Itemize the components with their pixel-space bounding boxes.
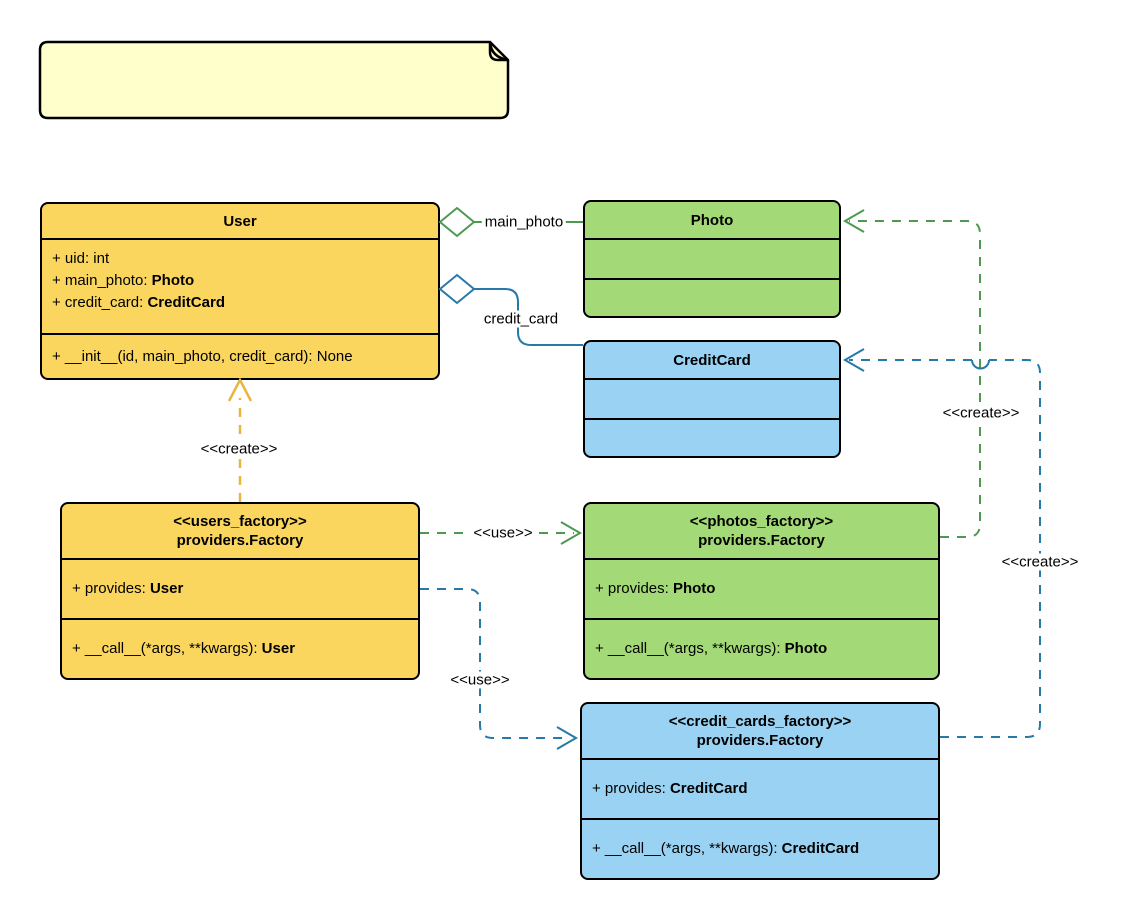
class-credit-cards-factory-title: <<credit_cards_factory>> providers.Facto… xyxy=(582,704,938,760)
aggregation-diamond-icon xyxy=(438,206,476,238)
attr-credit-card: + credit_card: CreditCard xyxy=(52,292,438,314)
edge-label-use-credit-cards: <<use>> xyxy=(447,671,513,689)
open-arrowhead-icon xyxy=(556,726,578,750)
class-users-factory-title: <<users_factory>> providers.Factory xyxy=(62,504,418,560)
edge-create-photo xyxy=(843,209,981,538)
method-call: + __call__(*args, **kwargs): CreditCard xyxy=(592,838,859,860)
class-users-factory: <<users_factory>> providers.Factory + pr… xyxy=(60,502,420,680)
class-stereotype-text: <<credit_cards_factory>> xyxy=(668,713,852,730)
class-user-attributes: + uid: int + main_photo: Photo + credit_… xyxy=(42,240,438,335)
class-photo: Photo xyxy=(583,200,841,318)
attr-label: + provides: xyxy=(595,580,673,597)
class-photos-factory-attributes: + provides: Photo xyxy=(585,560,938,620)
edge-label-create-photo: <<create>> xyxy=(939,404,1023,422)
class-credit-cards-factory-attributes: + provides: CreditCard xyxy=(582,760,938,820)
class-photos-factory-title: <<photos_factory>> providers.Factory xyxy=(585,504,938,560)
attr-label: + credit_card: xyxy=(52,294,148,311)
class-title-text: CreditCard xyxy=(673,351,751,369)
method-type: CreditCard xyxy=(781,840,860,857)
attr-main-photo: + main_photo: Photo xyxy=(52,270,438,292)
class-user-methods: + __init__(id, main_photo, credit_card):… xyxy=(42,335,438,378)
class-photo-attributes xyxy=(585,240,839,280)
attr-label: + uid: int xyxy=(52,250,110,267)
method-call: + __call__(*args, **kwargs): User xyxy=(72,638,295,660)
class-photos-factory-methods: + __call__(*args, **kwargs): Photo xyxy=(585,620,938,678)
class-title-text: providers.Factory xyxy=(696,732,824,749)
class-credit-card-attributes xyxy=(585,380,839,420)
class-photos-factory: <<photos_factory>> providers.Factory + p… xyxy=(583,502,940,680)
class-title-text: providers.Factory xyxy=(176,532,304,549)
method-init: + __init__(id, main_photo, credit_card):… xyxy=(52,346,353,368)
attr-provides: + provides: CreditCard xyxy=(592,778,747,800)
method-label: + __call__(*args, **kwargs): xyxy=(72,640,262,657)
class-title-text: providers.Factory xyxy=(698,532,825,549)
open-arrowhead-icon xyxy=(560,521,582,545)
class-user-title: User xyxy=(42,204,438,240)
attr-type: User xyxy=(149,580,184,597)
attr-type: Photo xyxy=(151,272,195,289)
open-arrowhead-icon xyxy=(843,209,865,233)
class-users-factory-attributes: + provides: User xyxy=(62,560,418,620)
class-credit-cards-factory-methods: + __call__(*args, **kwargs): CreditCard xyxy=(582,820,938,878)
class-photo-title: Photo xyxy=(585,202,839,240)
edge-line xyxy=(420,588,570,739)
attr-uid: + uid: int xyxy=(52,248,438,270)
class-title-text: User xyxy=(223,212,257,230)
class-stereotype-text: <<users_factory>> xyxy=(173,513,307,530)
class-credit-card: CreditCard xyxy=(583,340,841,458)
attr-provides: + provides: Photo xyxy=(595,578,715,600)
attr-label: + main_photo: xyxy=(52,272,152,289)
edge-label-create-credit-card: <<create>> xyxy=(998,553,1082,571)
method-label: + __call__(*args, **kwargs): xyxy=(592,840,782,857)
line-jump-arc xyxy=(971,359,990,370)
edge-line xyxy=(849,220,981,538)
class-stereotype-text: <<photos_factory>> xyxy=(689,513,834,530)
class-user: User + uid: int + main_photo: Photo + cr… xyxy=(40,202,440,380)
method-label: + __init__(id, main_photo, credit_card):… xyxy=(52,347,353,365)
class-photo-methods xyxy=(585,280,839,316)
class-credit-card-methods xyxy=(585,420,839,456)
class-title-text: Photo xyxy=(690,211,734,229)
attr-type: CreditCard xyxy=(147,294,225,311)
attr-provides: + provides: User xyxy=(72,578,183,600)
open-arrowhead-icon xyxy=(843,348,865,372)
method-type: Photo xyxy=(784,640,828,657)
edge-label-main-photo: main_photo xyxy=(481,213,567,231)
attr-label: + provides: xyxy=(592,780,670,797)
edge-label-use-photos: <<use>> xyxy=(470,524,536,542)
edge-use-credit-cards xyxy=(420,588,578,750)
aggregation-diamond-icon xyxy=(438,273,476,305)
attr-type: Photo xyxy=(672,580,716,597)
note-text: import dependency_injector.providers as … xyxy=(52,71,418,89)
method-type: User xyxy=(261,640,296,657)
attr-label: + provides: xyxy=(72,580,150,597)
class-credit-card-title: CreditCard xyxy=(585,342,839,380)
open-arrowhead-icon xyxy=(227,377,253,402)
edge-label-credit-card: credit_card xyxy=(480,310,562,328)
method-label: + __call__(*args, **kwargs): xyxy=(595,640,785,657)
class-users-factory-methods: + __call__(*args, **kwargs): User xyxy=(62,620,418,678)
class-credit-cards-factory: <<credit_cards_factory>> providers.Facto… xyxy=(580,702,940,880)
edge-label-create-user: <<create>> xyxy=(197,440,281,458)
method-call: + __call__(*args, **kwargs): Photo xyxy=(595,638,827,660)
attr-type: CreditCard xyxy=(669,780,748,797)
